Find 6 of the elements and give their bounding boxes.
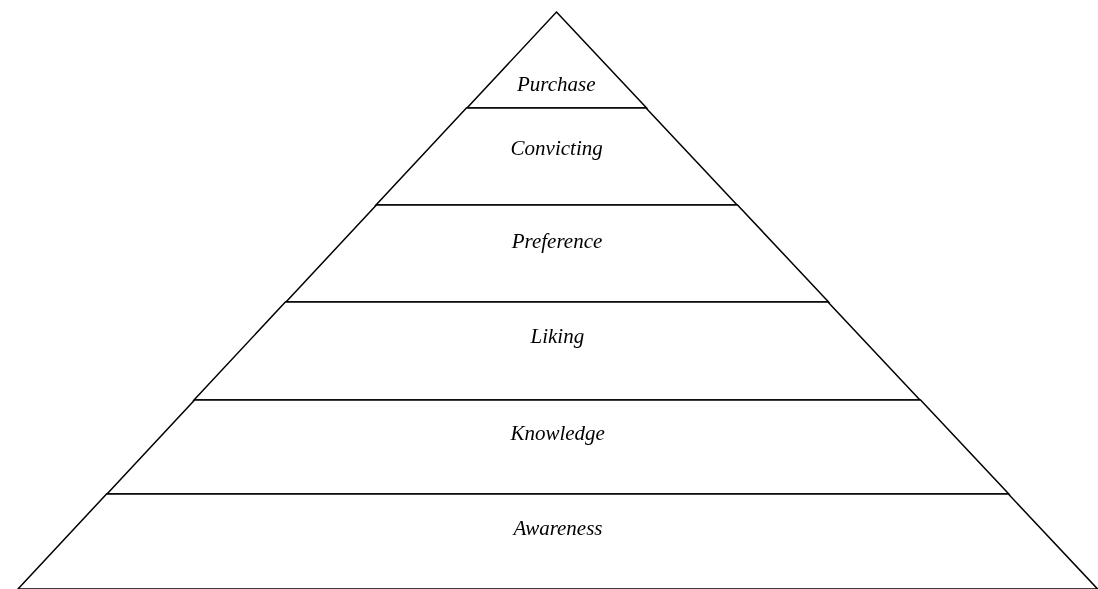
tier-label: Preference [511,229,603,253]
tier-label: Knowledge [510,421,605,445]
tier-label: Liking [530,324,585,348]
tier-label: Purchase [517,72,596,96]
tier-label: Convicting [510,136,603,160]
tier-label: Awareness [513,516,603,540]
